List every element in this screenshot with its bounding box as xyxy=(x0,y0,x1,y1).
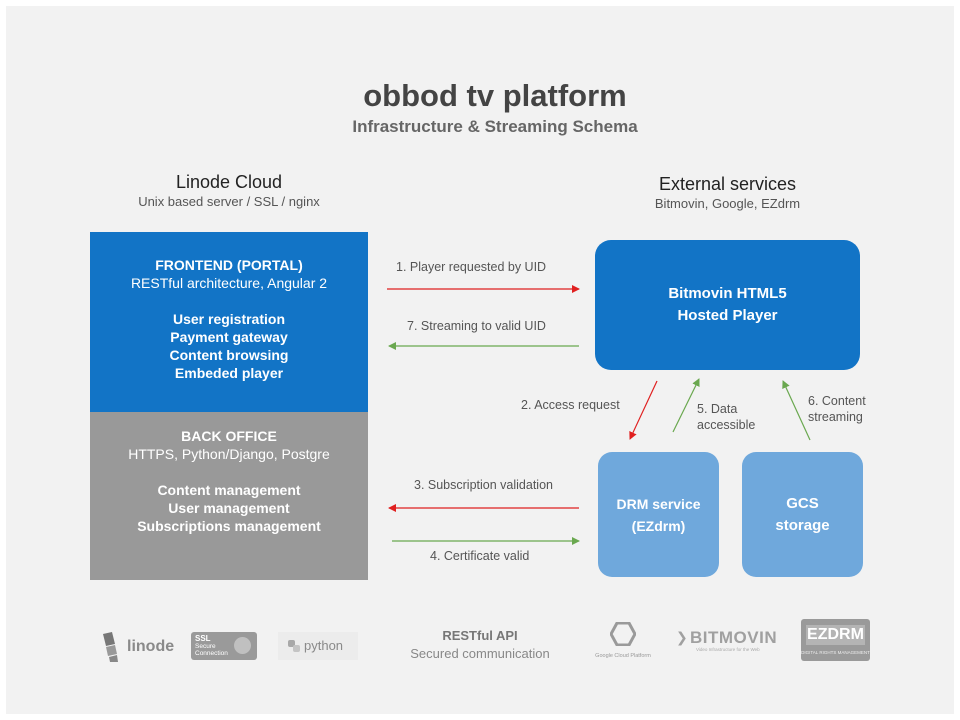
flow-label-6b: streaming xyxy=(808,410,863,424)
backoffice-feature: Content management xyxy=(157,482,301,498)
python-snake-icon xyxy=(288,640,300,652)
python-logo: python xyxy=(278,632,358,660)
gcp-logo: Google Cloud Platform xyxy=(586,622,660,662)
drm-line1: DRM service xyxy=(616,495,701,512)
frontend-heading: FRONTEND (PORTAL) xyxy=(155,257,303,273)
gcs-line2: storage xyxy=(775,516,830,534)
ssl-badge-text: Connection xyxy=(195,650,228,657)
api-title: RESTful API xyxy=(442,628,518,643)
flow-label-4: 4. Certificate valid xyxy=(430,549,530,563)
frontend-feature: Payment gateway xyxy=(170,329,288,345)
frontend-box: FRONTEND (PORTAL) RESTful architecture, … xyxy=(90,232,368,412)
bitmovin-tagline: Video Infrastructure for the Web xyxy=(696,647,760,652)
api-subtitle: Secured communication xyxy=(410,646,550,661)
bitmovin-logo: ❯ BITMOVIN Video Infrastructure for the … xyxy=(676,628,786,658)
linode-cloud-title: Linode Cloud xyxy=(175,172,283,192)
gcp-wordmark: Google Cloud Platform xyxy=(595,653,651,659)
ezdrm-wordmark: EZDRM xyxy=(807,626,864,643)
gcp-hexagon-icon xyxy=(610,622,636,646)
gcs-line1: GCS xyxy=(786,494,819,512)
flow-label-2: 2. Access request xyxy=(521,398,620,412)
ssl-badge: SSL Secure Connection xyxy=(191,632,257,660)
bitmovin-player-box: Bitmovin HTML5 Hosted Player xyxy=(595,240,860,370)
frontend-feature: Embeded player xyxy=(174,365,284,381)
gcs-storage-box: GCS storage xyxy=(742,452,863,577)
backoffice-box: BACK OFFICE HTTPS, Python/Django, Postgr… xyxy=(90,412,368,580)
bitmovin-wordmark: BITMOVIN xyxy=(690,628,778,647)
flow-label-3: 3. Subscription validation xyxy=(414,478,553,492)
ssl-badge-text: Secure xyxy=(195,643,216,650)
linode-wordmark: linode xyxy=(127,638,175,655)
flow-label-5b: accessible xyxy=(697,418,756,432)
frontend-feature: Content browsing xyxy=(169,347,289,363)
backoffice-feature: User management xyxy=(168,500,290,516)
bitmovin-chevron-icon: ❯ xyxy=(676,629,688,645)
arrow-6-content-streaming xyxy=(782,380,811,441)
external-services-subtitle: Bitmovin, Google, EZdrm xyxy=(654,196,801,211)
frontend-feature: User registration xyxy=(172,311,286,327)
arrow-5-data-accessible xyxy=(672,378,700,433)
flow-label-6a: 6. Content xyxy=(808,394,866,408)
backoffice-feature: Subscriptions management xyxy=(137,518,321,534)
python-wordmark: python xyxy=(304,638,344,653)
page-subtitle: Infrastructure & Streaming Schema xyxy=(352,117,638,136)
backoffice-heading: BACK OFFICE xyxy=(181,428,277,444)
ssl-badge-text: SSL xyxy=(195,634,211,643)
linode-logo: linode xyxy=(100,632,175,662)
external-services-title: External services xyxy=(658,174,797,194)
arrow-2-access-request xyxy=(629,380,658,440)
flow-label-1: 1. Player requested by UID xyxy=(396,260,547,274)
page-title: obbod tv platform xyxy=(363,78,627,113)
player-line2: Hosted Player xyxy=(677,307,778,324)
flow-label-7: 7. Streaming to valid UID xyxy=(407,319,546,333)
linode-mark-icon xyxy=(103,632,118,662)
linode-cloud-subtitle: Unix based server / SSL / nginx xyxy=(138,194,320,209)
player-line1: Bitmovin HTML5 xyxy=(668,285,787,302)
frontend-tech: RESTful architecture, Angular 2 xyxy=(130,275,328,291)
lock-icon xyxy=(234,637,251,654)
backoffice-tech: HTTPS, Python/Django, Postgre xyxy=(128,446,330,462)
ezdrm-logo: EZDRM DIGITAL RIGHTS MANAGEMENT xyxy=(801,619,870,661)
flow-label-5a: 5. Data xyxy=(697,402,738,416)
drm-service-box: DRM service (EZdrm) xyxy=(598,452,719,577)
ezdrm-tagline: DIGITAL RIGHTS MANAGEMENT xyxy=(801,650,870,655)
drm-line2: (EZdrm) xyxy=(631,517,686,534)
